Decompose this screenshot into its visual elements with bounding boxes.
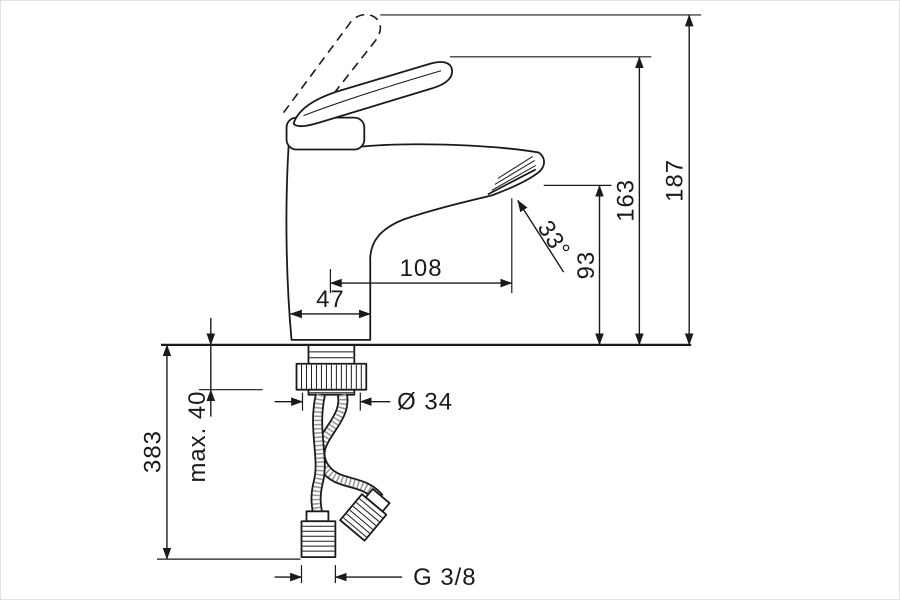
dim-label-spout-tip-height: 163 [613,179,640,222]
hose-nut-left [300,510,337,559]
supply-hose-right [314,393,384,503]
dim-label-base-width: 47 [316,286,345,313]
dim-max-deck-thickness: max. 40 [184,317,263,483]
dim-thread: G 3/8 [274,564,476,591]
dim-connection-length: 383 [139,344,301,560]
handle-raised-dashed [282,13,382,122]
under-counter-assembly [295,343,391,559]
dim-label-hole-diameter: Ø 34 [397,389,453,416]
angle-leader-line [517,199,565,273]
dim-label-spout-reach: 108 [400,255,443,282]
dim-label-outlet-height: 93 [573,251,600,280]
dim-outlet-angle: 33° [511,198,576,294]
handle-lever-detail [303,70,442,117]
hose-nut-right [339,488,391,542]
dim-label-thread: G 3/8 [413,564,476,591]
dim-total-height: 187 [380,14,702,346]
faucet-body [285,143,545,341]
dim-spout-reach: 108 [329,255,513,294]
aerator [487,156,537,196]
faucet [282,13,545,341]
dim-hole-diameter: Ø 34 [274,389,453,416]
mounting-nut-knurl [300,364,362,389]
handle-lever [292,61,453,128]
dim-label-connection-length: 383 [139,430,166,473]
dim-label-outlet-angle: 33° [532,216,576,264]
supply-hose-left [310,393,326,514]
dim-outlet-height: 93 [543,184,612,346]
dim-base-width: 47 [289,286,371,319]
dim-spout-tip-height: 163 [450,56,652,346]
dim-label-max-deck-thickness: max. 40 [184,391,211,483]
dim-label-total-height: 187 [662,159,689,202]
